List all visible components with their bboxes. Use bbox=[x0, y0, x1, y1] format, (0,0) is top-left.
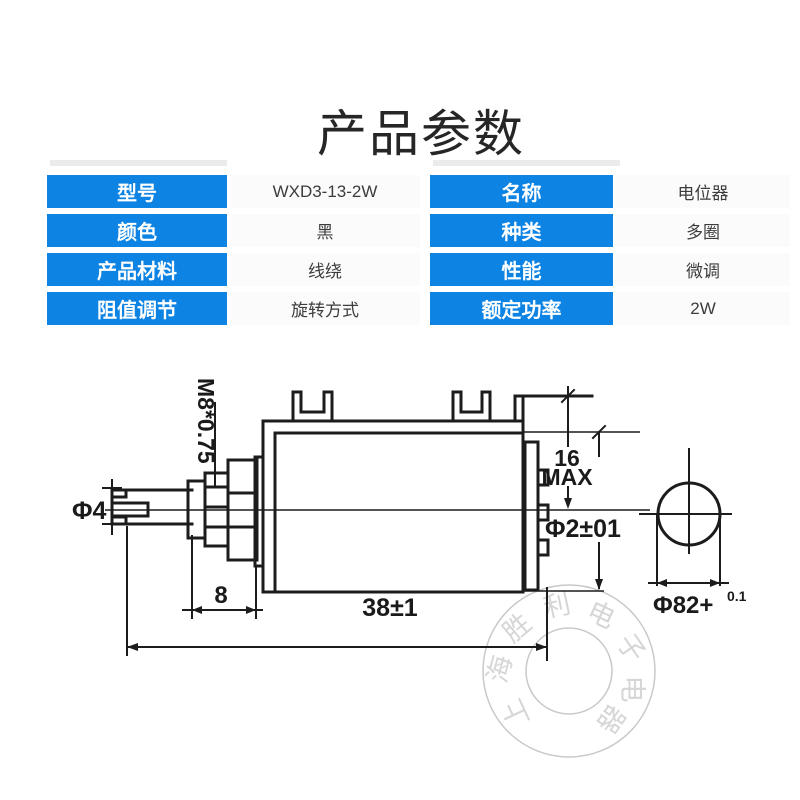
spec-value: 旋转方式 bbox=[230, 292, 420, 325]
watermark-char: 电 bbox=[582, 596, 619, 635]
mounting-tab bbox=[291, 390, 334, 423]
spec-value: 2W bbox=[616, 292, 790, 325]
spec-value: 电位器 bbox=[616, 175, 790, 208]
watermark-char: 利 bbox=[541, 589, 574, 624]
height-max-label-line1: 16 bbox=[554, 445, 580, 471]
terminal-plate bbox=[523, 440, 550, 592]
spec-label: 种类 bbox=[430, 214, 613, 247]
table-top-strip-right bbox=[433, 160, 620, 166]
spec-label: 产品材料 bbox=[47, 253, 227, 286]
watermark-char: 胜 bbox=[497, 608, 537, 648]
shaft-diameter-label: Φ4 bbox=[72, 497, 107, 525]
bushing-assembly bbox=[186, 455, 265, 568]
dim-shaft-diameter bbox=[102, 479, 122, 535]
watermark-char: 电 bbox=[617, 676, 647, 703]
front-diameter-tolerance: 0.1 bbox=[727, 588, 747, 604]
watermark: 上 海 胜 利 电 子 电 器 bbox=[482, 584, 656, 758]
bushing-length-label: 8 bbox=[214, 582, 227, 609]
thread-label: M8*0.75 bbox=[193, 378, 219, 464]
spec-table-right-labels: 名称 种类 性能 额定功率 bbox=[430, 175, 613, 325]
spec-value: WXD3-13-2W bbox=[230, 175, 420, 208]
spec-value: 黑 bbox=[230, 214, 420, 247]
spec-value: 线绕 bbox=[230, 253, 420, 286]
shaft-side-view bbox=[110, 488, 194, 526]
table-top-strip-left bbox=[50, 160, 227, 166]
front-view bbox=[639, 448, 732, 587]
spec-value: 多圈 bbox=[616, 214, 790, 247]
dim-overall-length bbox=[126, 526, 548, 661]
terminal-pin bbox=[536, 538, 550, 557]
mounting-tab bbox=[451, 390, 492, 423]
dim-height-max bbox=[560, 386, 576, 509]
body-length-label: 38±1 bbox=[362, 594, 418, 622]
spec-table-left-labels: 型号 颜色 产品材料 阻值调节 bbox=[47, 175, 227, 325]
spec-label: 阻值调节 bbox=[47, 292, 227, 325]
page-title: 产品参数 bbox=[317, 106, 525, 162]
watermark-outer-circle bbox=[482, 584, 656, 758]
terminal-pin bbox=[536, 503, 550, 522]
watermark-char: 子 bbox=[611, 628, 651, 667]
spec-label: 名称 bbox=[430, 175, 613, 208]
terminal-pin bbox=[536, 468, 550, 487]
dim-bushing-length bbox=[182, 535, 263, 619]
terminal-diameter-label: Φ2±01 bbox=[545, 515, 621, 543]
spec-table-left-values: WXD3-13-2W 黑 线绕 旋转方式 bbox=[230, 175, 420, 325]
watermark-inner-circle bbox=[525, 627, 613, 715]
spec-value: 微调 bbox=[616, 253, 790, 286]
dim-terminal-diameter bbox=[523, 424, 640, 592]
front-diameter-label: Φ82+ bbox=[653, 592, 713, 619]
watermark-char: 器 bbox=[591, 699, 631, 738]
spec-table-right-values: 电位器 多圈 微调 2W bbox=[616, 175, 790, 325]
height-max-label-line2: MAX bbox=[541, 464, 593, 490]
spec-label: 性能 bbox=[430, 253, 613, 286]
spec-label: 额定功率 bbox=[430, 292, 613, 325]
watermark-char: 海 bbox=[482, 652, 518, 686]
spec-label: 型号 bbox=[47, 175, 227, 208]
potentiometer-body bbox=[261, 390, 594, 594]
spec-label: 颜色 bbox=[47, 214, 227, 247]
